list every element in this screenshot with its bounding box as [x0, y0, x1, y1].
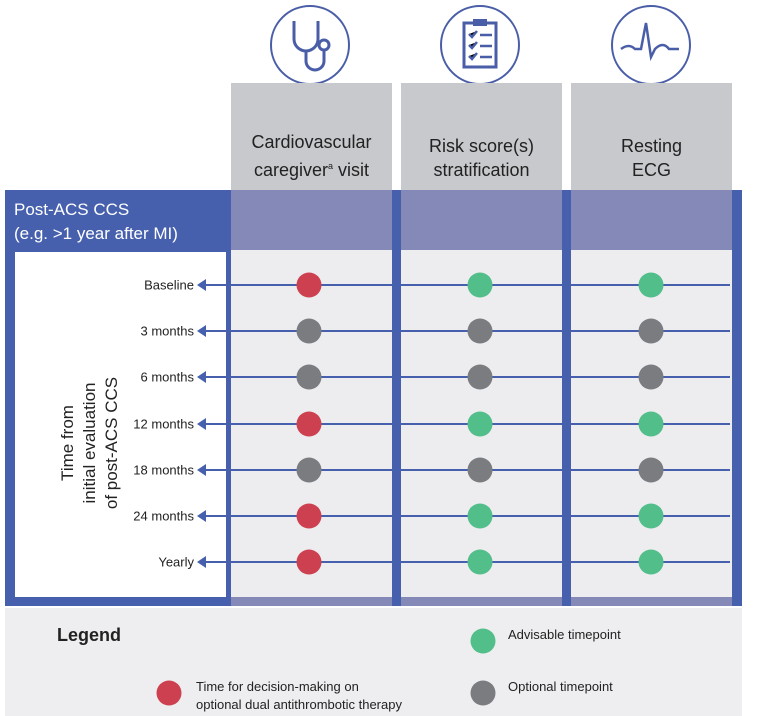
column-label: Resting — [620, 136, 683, 156]
timepoint-dot-advisable — [467, 411, 493, 437]
legend: Legend Advisable timepoint Time for deci… — [5, 608, 742, 716]
timepoint-dot-optional — [638, 364, 664, 390]
axis-label-line: Time from — [58, 405, 77, 481]
timepoint-dot-optional — [467, 457, 493, 483]
stethoscope-icon — [270, 5, 350, 85]
column-label: visit — [333, 160, 370, 180]
legend-optional-label: Optional timepoint — [508, 679, 613, 694]
timepoint-dot-optional — [467, 364, 493, 390]
timepoint-dot-decision — [296, 503, 322, 529]
timepoint-dot-decision — [296, 411, 322, 437]
timepoint-dot-advisable — [638, 549, 664, 575]
column-caregiver-visit — [231, 190, 392, 606]
arrow-left-icon — [197, 325, 206, 338]
timepoint-dot-advisable — [638, 411, 664, 437]
legend-decision-label: Time for decision-making on optional dual… — [196, 678, 402, 714]
column-header-risk-score: Risk score(s) stratification — [401, 83, 562, 190]
row-label: Yearly — [158, 554, 194, 570]
legend-text: optional dual antithrombotic therapy — [196, 697, 402, 712]
legend-decision-dot — [156, 680, 182, 706]
timepoint-dot-advisable — [467, 549, 493, 575]
title-line: (e.g. >1 year after MI) — [14, 224, 178, 243]
arrow-left-icon — [197, 463, 206, 476]
clipboard-checklist-icon — [440, 5, 520, 85]
legend-title: Legend — [57, 625, 122, 645]
row-label: 12 months — [133, 416, 194, 432]
legend-text: Time for decision-making on — [196, 679, 359, 694]
ecg-waveform-icon — [611, 5, 691, 85]
arrow-left-icon — [197, 279, 206, 291]
footnote-marker: a — [328, 161, 334, 171]
timepoint-dot-optional — [296, 318, 322, 344]
column-header-caregiver-visit: Cardiovascular caregivera visit — [231, 83, 392, 190]
legend-advisable-label: Advisable timepoint — [508, 627, 621, 642]
arrow-left-icon — [197, 417, 206, 430]
arrow-left-icon — [197, 556, 206, 569]
title-line: Post-ACS CCS — [14, 200, 130, 219]
timepoint-dot-optional — [296, 364, 322, 390]
arrow-left-icon — [197, 371, 206, 384]
timepoint-dot-optional — [638, 318, 664, 344]
axis-label-line: of post-ACS CCS — [102, 376, 121, 510]
column-risk-score — [401, 190, 562, 606]
timepoint-dot-advisable — [638, 503, 664, 529]
timepoint-dot-optional — [467, 318, 493, 344]
row-label: 18 months — [133, 462, 194, 478]
timepoint-dot-decision — [296, 272, 322, 298]
legend-advisable-dot — [470, 628, 496, 654]
legend-optional-dot — [470, 680, 496, 706]
column-label: caregiver — [253, 160, 328, 180]
column-resting-ecg — [571, 190, 732, 606]
timepoint-dot-optional — [638, 457, 664, 483]
column-label: Risk score(s) — [428, 136, 534, 156]
row-label: 6 months — [140, 369, 194, 385]
row-label: Baseline — [144, 277, 194, 293]
timepoint-dot-advisable — [467, 272, 493, 298]
row-label-panel — [15, 252, 226, 597]
timepoint-dot-advisable — [467, 503, 493, 529]
column-label: ECG — [631, 160, 671, 180]
timepoint-dot-optional — [296, 457, 322, 483]
row-label: 3 months — [140, 323, 194, 339]
arrow-left-icon — [197, 510, 206, 522]
column-label: Cardiovascular — [251, 132, 372, 152]
timepoint-dot-advisable — [638, 272, 664, 298]
axis-label-line: initial evaluation — [80, 382, 99, 504]
column-label: stratification — [433, 160, 530, 180]
row-label: 24 months — [133, 508, 194, 524]
timepoint-dot-decision — [296, 549, 322, 575]
section-title: Post-ACS CCS (e.g. >1 year after MI) — [14, 198, 178, 246]
